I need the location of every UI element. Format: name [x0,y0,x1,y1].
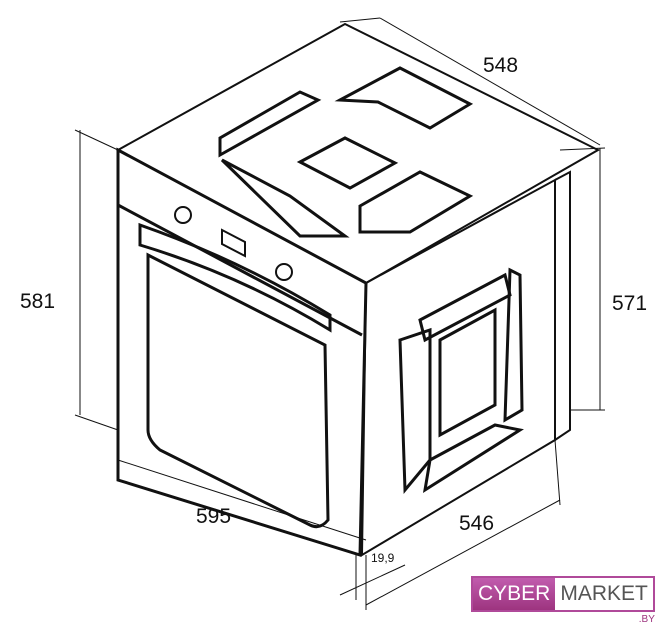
oven-front-face [116,147,368,558]
logo-suffix: .BY [638,614,655,625]
top-embossing [218,66,474,238]
left-knob [174,206,192,224]
dimension-height-front: 581 [20,290,56,313]
right-knob [275,263,293,281]
dimension-depth-side: 546 [459,512,495,535]
oven-side-face [360,178,556,557]
display [221,228,246,258]
logo-part2: MARKET [560,582,648,605]
dimension-lines [74,17,606,610]
dimension-door-thickness: 19,9 [371,551,395,565]
cybermarket-logo: CYBER MARKET .BY [471,576,655,625]
control-panel [174,206,293,281]
dimension-depth-top: 548 [483,54,519,77]
dimension-width-front: 595 [196,505,232,528]
logo-part1: CYBER [473,578,556,610]
dimension-height-side: 571 [612,292,648,315]
oven-door [138,222,332,529]
side-embossing [398,267,524,494]
